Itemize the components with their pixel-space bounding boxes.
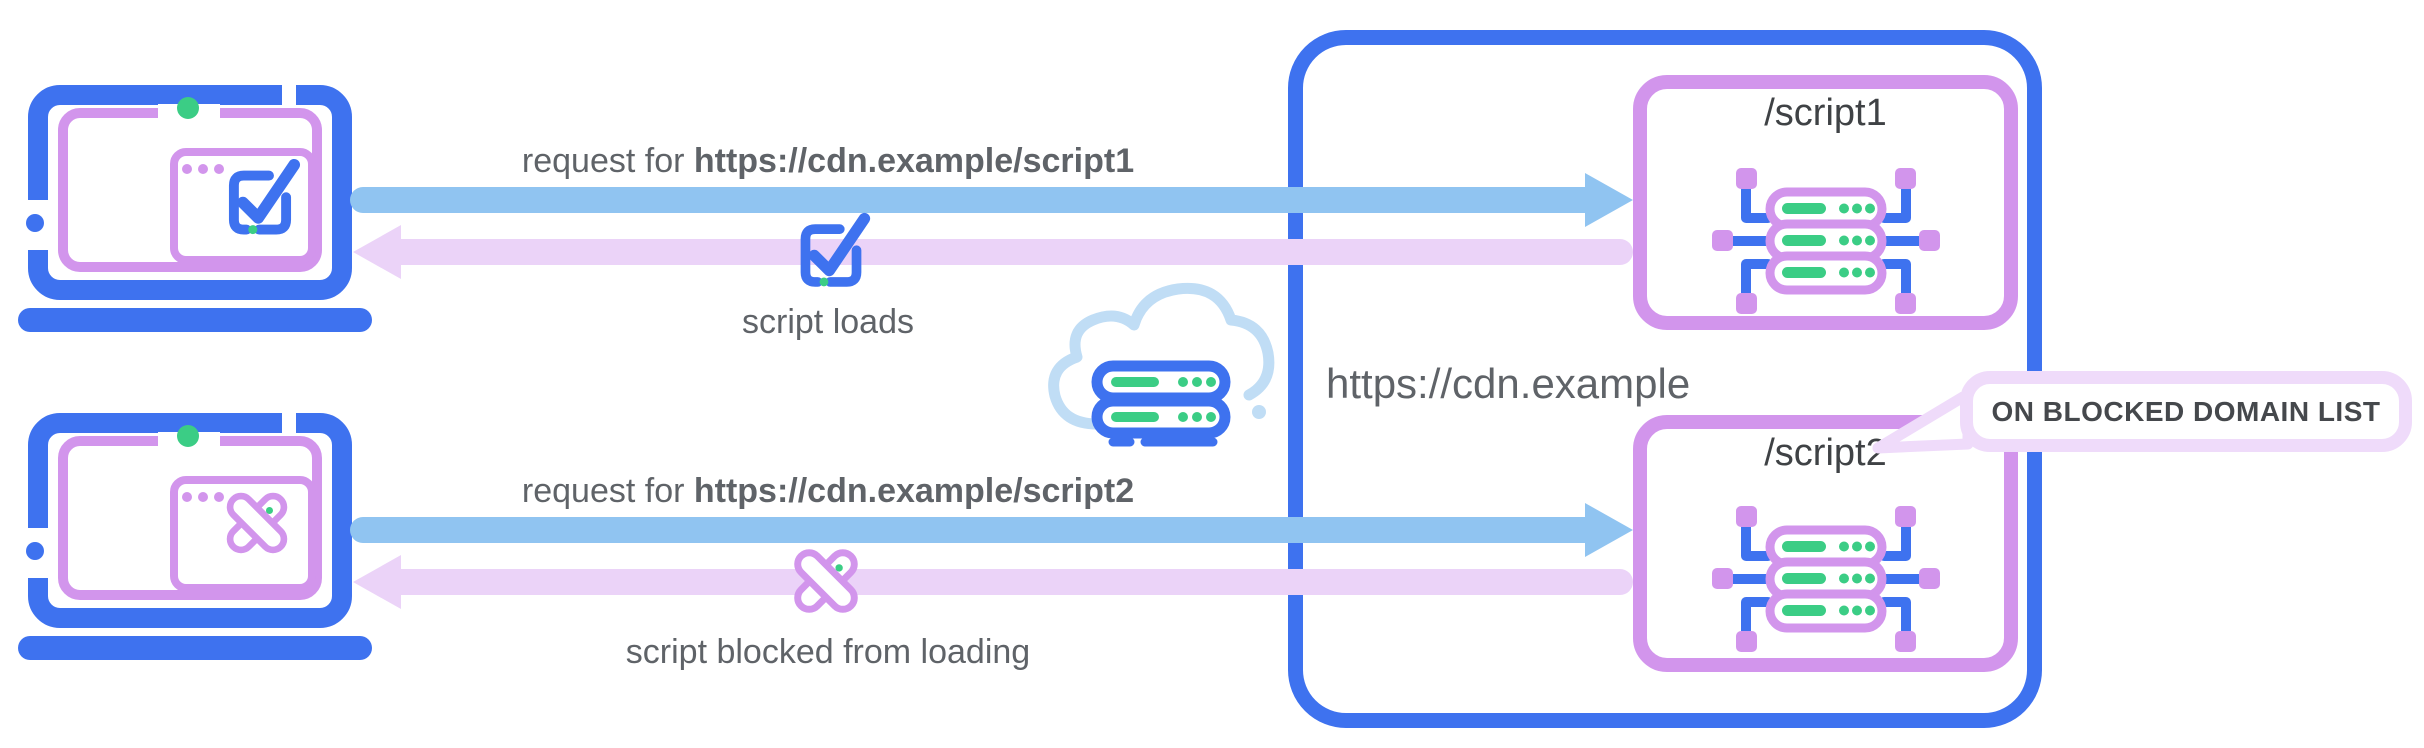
window-dot — [214, 164, 224, 174]
webcam-dot — [177, 425, 199, 447]
blocked-domain-callout: ON BLOCKED DOMAIN LIST — [1960, 371, 2412, 452]
laptop-base — [18, 308, 372, 332]
endpoint-script2-label: /script2 — [1764, 432, 1887, 474]
request2-arrowhead — [1585, 503, 1633, 557]
response1-arrowhead — [353, 225, 401, 279]
request1-prefix: request for — [521, 142, 694, 180]
request2-label: request for https://cdn.example/script2 — [428, 471, 1228, 511]
laptop-edge-dot — [26, 214, 44, 232]
check-square-icon — [787, 206, 875, 298]
response2-caption: script blocked from loading — [625, 633, 1031, 671]
laptop-base — [18, 636, 372, 660]
x-cross-icon — [785, 540, 867, 622]
blocked-domain-callout-text: ON BLOCKED DOMAIN LIST — [1991, 395, 2381, 427]
laptop-allowed — [10, 62, 390, 352]
x-cross-icon — [218, 484, 296, 562]
cdn-domain-label: https://cdn.example — [1326, 360, 1691, 407]
request1-label: request for https://cdn.example/script1 — [428, 141, 1228, 181]
window-dot — [182, 164, 192, 174]
endpoint-script1-label: /script1 — [1764, 92, 1887, 134]
response1-caption: script loads — [742, 303, 914, 341]
request1-arrow — [350, 187, 1587, 213]
cloud-server-icon — [1035, 276, 1285, 454]
response2-arrow — [401, 569, 1633, 595]
request2-arrow — [350, 517, 1587, 543]
window-dot — [182, 492, 192, 502]
laptop-edge-dot — [26, 542, 44, 560]
response1-arrow — [401, 239, 1633, 265]
window-dot — [198, 492, 208, 502]
response2-arrowhead — [353, 555, 401, 609]
server-cluster-icon — [1712, 502, 1940, 656]
window-dot — [214, 492, 224, 502]
server-cluster-icon — [1712, 164, 1940, 318]
request2-url: https://cdn.example/script2 — [693, 472, 1135, 510]
laptop-blocked — [10, 390, 390, 680]
request2-prefix: request for — [521, 472, 694, 510]
window-dot — [198, 164, 208, 174]
check-square-icon — [215, 154, 305, 244]
webcam-dot — [177, 97, 199, 119]
request1-url: https://cdn.example/script1 — [693, 142, 1135, 180]
request1-arrowhead — [1585, 173, 1633, 227]
